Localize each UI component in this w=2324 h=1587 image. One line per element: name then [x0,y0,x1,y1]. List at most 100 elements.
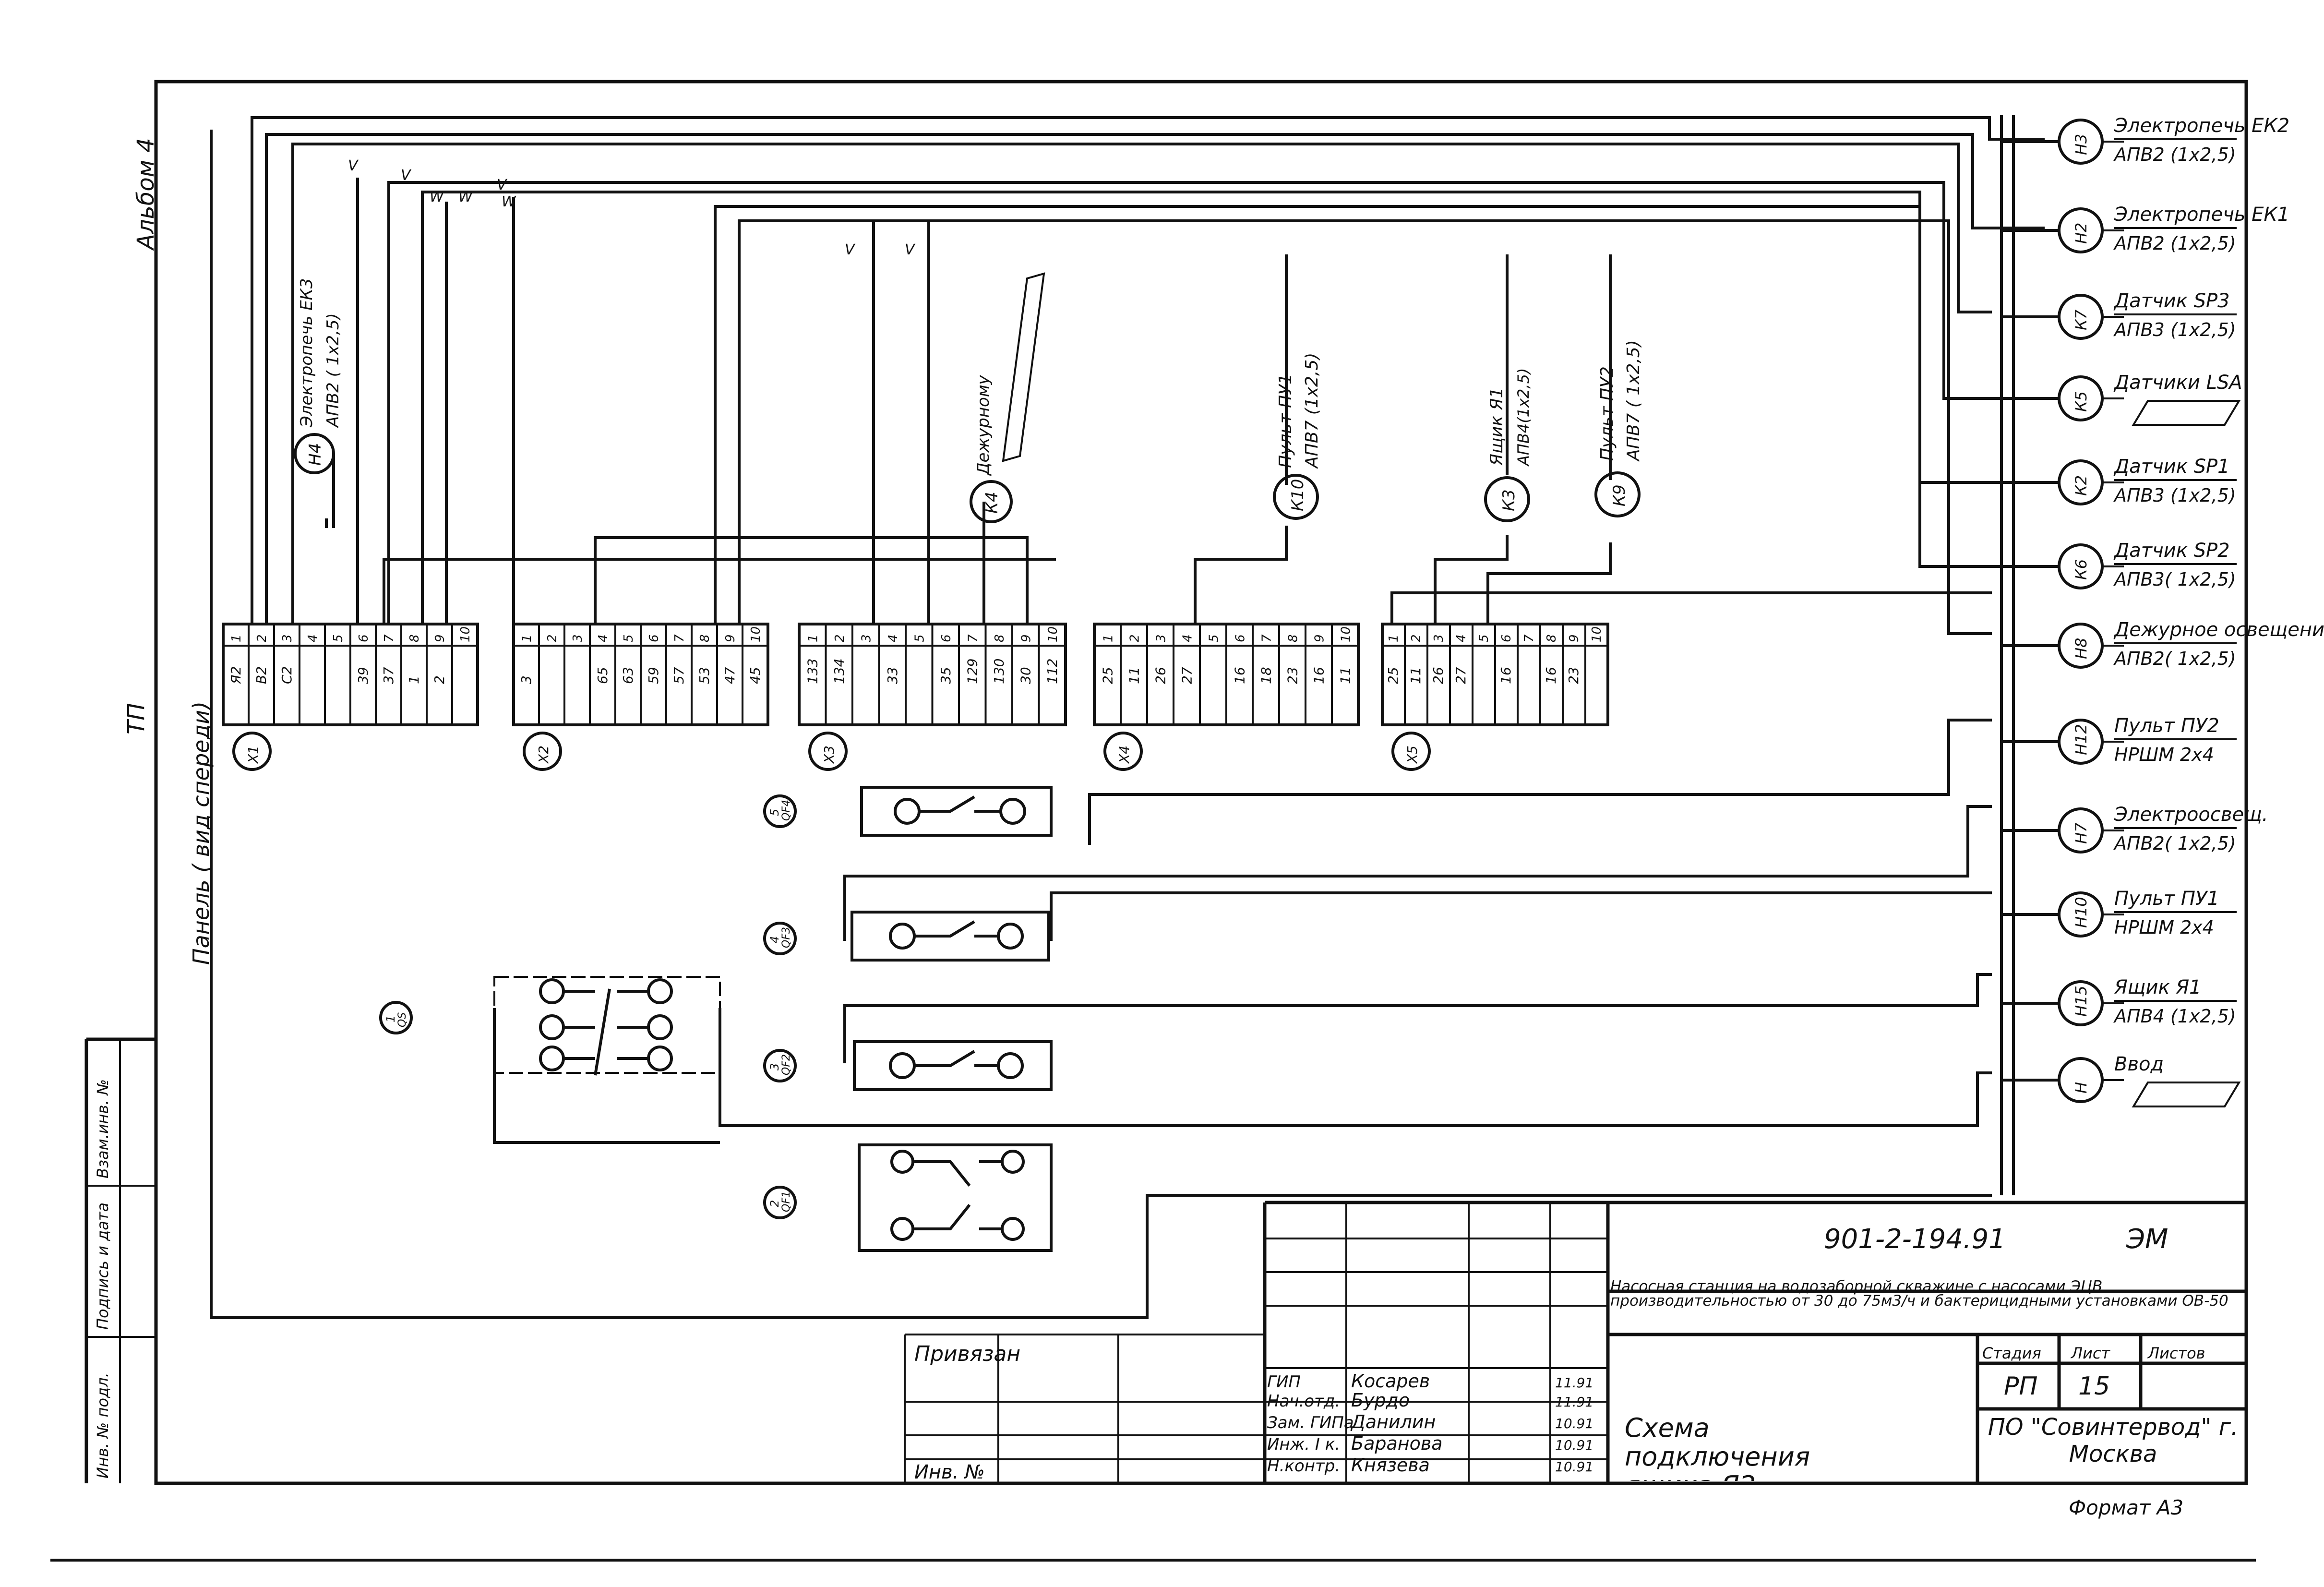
role-label: Зам. ГИПа [1267,1413,1354,1432]
role-date: 10.91 [1555,1437,1593,1453]
device-circle [1273,474,1319,520]
terminal-label: 112 [1044,659,1060,684]
top-device-k3: К3 Ящик Я1 АПВ4(1х2,5) [1484,368,1533,522]
wire-mark: V [497,177,508,193]
terminal-number: 4 [886,634,900,642]
wire-mark: W [430,189,444,205]
terminal-number: 2 [833,634,847,642]
breaker-body [858,1143,1053,1252]
device-text: Датчик SP2 [2113,540,2230,562]
wire-mark: W [458,189,473,205]
terminal-number: 6 [1499,634,1514,642]
title-block: 901-2-194.91 ЭМ Насосная станция на водо… [904,1201,2246,1483]
terminal-label: 16 [1311,667,1327,684]
doc-title: Схема подключения ящика Я2 [1625,1414,1810,1481]
top-device-k4: К4 Дежурному [970,272,1045,523]
device-cable: АПВ2 (1х2,5) [2113,144,2236,165]
album-label: Альбом 4 [132,138,159,251]
terminal-number: 5 [622,634,636,642]
wire-perimeter [210,130,1992,1319]
terminal-label: 30 [1018,667,1034,684]
wire-h3 [251,116,2045,624]
format-label: Формат А3 [2069,1496,2183,1519]
terminal-block-tag-circle [808,732,848,771]
terminal-number: 5 [1207,634,1221,642]
role-name: Баранова [1351,1433,1443,1454]
terminal-number: 3 [1432,634,1446,642]
terminal-label: 65 [595,667,611,684]
terminal-label: 23 [1566,667,1581,684]
org-box: ПО "Совинтервод" г. Москва [1988,1414,2239,1467]
role-label: ГИП [1267,1372,1301,1392]
breaker-tag-circle [763,1186,797,1219]
terminal-number: 5 [1477,634,1491,642]
wire-k10 [1194,526,1288,624]
terminal-label: 133 [805,659,821,684]
device-cable: АПВ3( 1х2,5) [2113,569,2236,590]
wire-x3-dezh [872,219,930,624]
drawing-frame [154,80,2248,1485]
title-box: Схема подключения ящика Я2 [1625,1414,1810,1481]
wire-k9 [1486,542,1612,624]
device-cable: АПВ3 (1х2,5) [2113,485,2236,506]
wire-k2 [421,191,2045,624]
terminal-label: 16 [1543,667,1559,684]
wire-k6 [714,205,2045,624]
device-cable: АПВ2 ( 1х2,5) [323,313,343,428]
terminal-label: 18 [1258,667,1274,684]
device-text: Электропечь ЕК2 [2114,115,2289,137]
device-text: Пульт ПУ2 [2114,715,2219,737]
device-circle [1484,476,1530,522]
breaker-tag: 4 [768,936,781,943]
device-id: К6 [2072,559,2090,580]
terminal-number: 4 [1454,634,1469,642]
terminal-number: 10 [1046,626,1060,642]
device-text: Электроосвещ. [2114,804,2268,826]
terminal-number: 6 [647,634,661,642]
device-id: Н10 [2072,897,2090,928]
breaker-name: QF3 [780,927,792,948]
terminal-block-name: X3 [821,745,837,764]
role-date: 11.91 [1555,1394,1593,1410]
top-device-h4: Н4 Электропечь ЕК3 АПВ2 ( 1х2,5) [294,278,343,528]
device-id: Н8 [2072,638,2090,659]
device-cable: НРШМ 2х4 [2114,744,2214,765]
wire-mark: V [348,157,359,174]
terminal-label: 130 [991,659,1007,684]
terminal-number: 8 [407,634,422,642]
terminal-label: 39 [355,667,371,684]
terminal-label: 11 [1337,667,1353,684]
terminal-number: 6 [357,634,371,642]
wire-k3 [1434,535,1509,624]
role-name: Бурдо [1351,1390,1410,1411]
terminal-1 [889,1052,916,1079]
terminal-number: 8 [993,634,1007,642]
device-id: К4 [982,492,1002,514]
device-text: Датчик SP1 [2113,456,2230,478]
wire-qf3-h10 [1050,891,1992,941]
wire-x4-h8 [1390,591,1992,624]
terminal-label: 1 [406,675,422,684]
tp-label: ТП [123,703,150,734]
terminal-label: 63 [620,667,636,684]
wire-qs-vvod [719,1008,1992,1127]
device-id: Н15 [2072,986,2090,1017]
wire-mark: V [401,167,412,184]
terminal-label: 11 [1126,667,1142,684]
terminal-number: 6 [939,634,954,642]
top-device-k10: К10 Пульт ПУ1 АПВ7 (1х2,5) [1273,353,1322,520]
terminal-block-name: X5 [1404,745,1420,764]
breaker-body [853,1040,1053,1091]
breaker-qf3: 4 QF3 [763,911,1050,962]
terminal-2 [890,1217,914,1241]
wire-qf3-h7 [843,805,1992,941]
device-cable: АПВ2( 1х2,5) [2113,833,2236,854]
wire-mark: W [502,193,516,210]
terminal-1 [539,1046,565,1071]
device-id: К9 [1610,484,1629,506]
terminal-number: 8 [1545,634,1559,642]
